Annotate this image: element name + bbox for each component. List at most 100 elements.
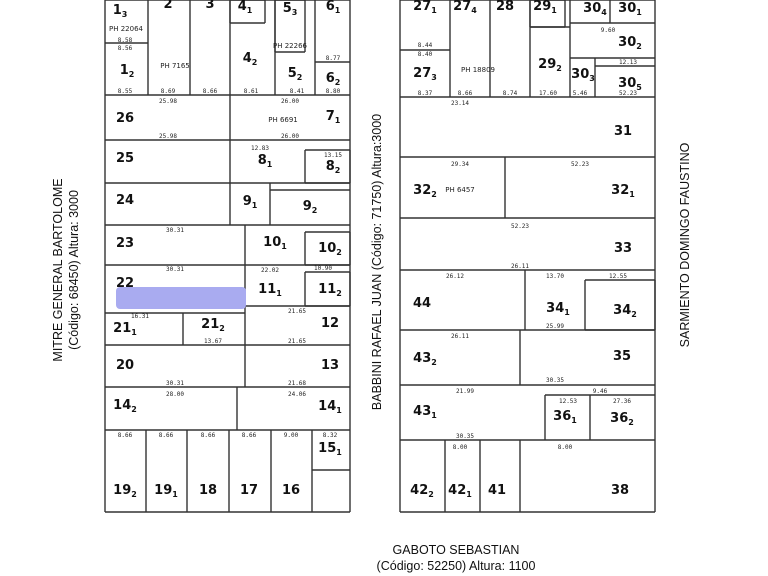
dimension-label: 8.58: [118, 37, 133, 44]
dimension-label: 21.65: [288, 338, 306, 345]
lot-number: 141: [318, 399, 342, 415]
dimension-label: 8.44: [418, 42, 433, 49]
dimension-label: 28.00: [166, 391, 184, 398]
lot-number: 191: [154, 483, 178, 499]
lot-number: 42: [243, 51, 258, 67]
dimension-label: 25.98: [159, 133, 177, 140]
lot-number: 24: [116, 193, 134, 208]
lot-number: 303: [571, 67, 595, 83]
dimension-label: 8.66: [203, 88, 218, 95]
lot-number: 421: [448, 483, 472, 499]
dimension-label: 17.60: [539, 90, 557, 97]
ph-label: PH 22064: [109, 25, 144, 33]
lot-number: 322: [413, 183, 437, 199]
lot-number: 211: [113, 321, 137, 337]
lot-number: 2: [163, 0, 172, 12]
lot-number: 342: [613, 303, 637, 319]
lot-number: 431: [413, 404, 437, 420]
dimension-label: 12.83: [251, 145, 269, 152]
dimension-label: 8.56: [118, 45, 133, 52]
lot-number: 61: [326, 0, 341, 15]
dimension-label: 8.00: [558, 444, 573, 451]
dimension-label: 21.65: [288, 308, 306, 315]
dimension-label: 21.68: [288, 380, 306, 387]
dimension-label: 30.31: [166, 227, 184, 234]
dimension-label: 26.00: [281, 133, 299, 140]
dimension-label: 8.32: [323, 432, 338, 439]
ph-label: PH 6691: [268, 116, 298, 124]
lot-number: 3: [205, 0, 214, 12]
dimension-label: 21.99: [456, 388, 474, 395]
dimension-label: 27.36: [613, 398, 631, 405]
lot-number: 12: [120, 63, 135, 79]
dimension-label: 9.46: [593, 388, 608, 395]
dimension-label: 8.66: [118, 432, 133, 439]
dimension-label: 8.61: [244, 88, 259, 95]
lot-number: 13: [113, 3, 128, 19]
lot-number: 71: [326, 109, 341, 125]
lot-number: 82: [326, 159, 341, 175]
ph-label: PH 6457: [445, 186, 475, 194]
dimension-label: 13.67: [204, 338, 222, 345]
lot-number: 44: [413, 296, 431, 311]
dimension-label: 30.35: [546, 377, 564, 384]
dimension-label: 8.40: [418, 51, 433, 58]
lot-number: 301: [618, 1, 642, 17]
dimension-label: 25.99: [546, 323, 564, 330]
dimension-label: 25.98: [159, 98, 177, 105]
lot-number: 92: [303, 199, 318, 215]
lot-number: 17: [240, 483, 258, 498]
lot-number: 305: [618, 76, 642, 92]
lot-number: 291: [533, 0, 557, 15]
lot-number: 361: [553, 409, 577, 425]
dimension-label: 30.31: [166, 266, 184, 273]
dimension-label: 30.31: [166, 380, 184, 387]
dimension-label: 9.00: [284, 432, 299, 439]
lot-number: 321: [611, 183, 635, 199]
dimension-label: 10.90: [314, 265, 332, 272]
dimension-label: 8.69: [161, 88, 176, 95]
ph-label: PH 18809: [461, 66, 495, 74]
lot-number: 18: [199, 483, 217, 498]
lot-number: 292: [538, 57, 562, 73]
lot-number: 41: [488, 483, 506, 498]
dimension-label: 8.77: [326, 55, 341, 62]
dimension-label: 8.66: [242, 432, 257, 439]
dimension-label: 13.70: [546, 273, 564, 280]
lot-number: 31: [614, 124, 632, 139]
lot-number: 302: [618, 35, 642, 51]
lot-number: 111: [258, 282, 282, 298]
lot-number: 33: [614, 241, 632, 256]
lot-number: 341: [546, 301, 570, 317]
lot-number: 62: [326, 71, 341, 87]
lot-number: 271: [413, 0, 437, 15]
dimension-label: 8.41: [290, 88, 305, 95]
street-label-right: SARMIENTO DOMINGO FAUSTINO: [678, 142, 692, 347]
lot-number: 102: [318, 241, 342, 257]
lot-number: 91: [243, 194, 258, 210]
lot-number: 432: [413, 351, 437, 367]
lot-number: 38: [611, 483, 629, 498]
dimension-label: 12.53: [559, 398, 577, 405]
dimension-label: 26.00: [281, 98, 299, 105]
lot-number: 53: [283, 1, 298, 17]
dimension-label: 24.06: [288, 391, 306, 398]
dimension-label: 8.66: [159, 432, 174, 439]
lot-number: 13: [321, 358, 339, 373]
lot-number: 142: [113, 398, 137, 414]
lot-number: 41: [238, 0, 253, 15]
dimension-label: 30.35: [456, 433, 474, 440]
lot-number: 81: [258, 153, 273, 169]
dimension-label: 23.14: [451, 100, 469, 107]
dimension-label: 52.23: [511, 223, 529, 230]
ph-label: PH 7165: [160, 62, 190, 70]
street-label-bottom: GABOTO SEBASTIAN: [393, 543, 520, 557]
dimension-label: 29.34: [451, 161, 469, 168]
lot-number: 112: [318, 282, 342, 298]
parcel-boundaries: [104, 0, 656, 513]
dimension-label: 13.15: [324, 152, 342, 159]
lot-number: 25: [116, 151, 134, 166]
lot-number: 273: [413, 66, 437, 82]
